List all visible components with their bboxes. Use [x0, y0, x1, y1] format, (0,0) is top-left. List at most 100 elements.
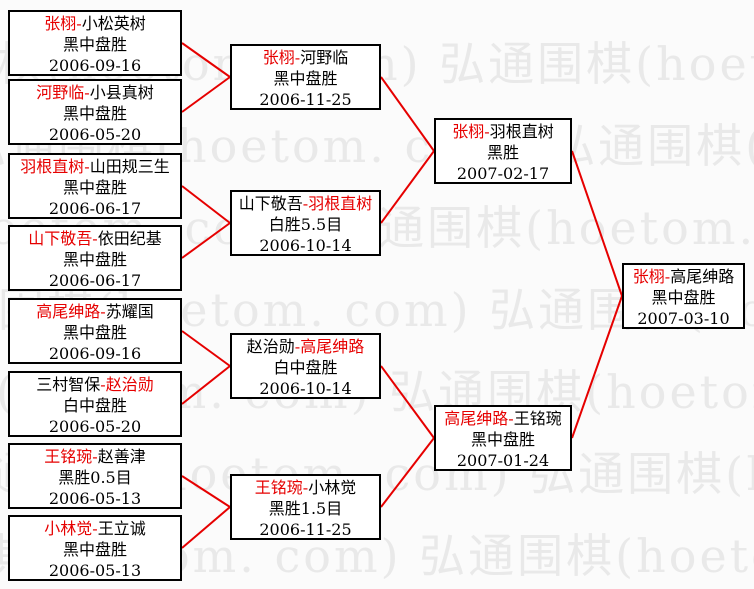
- bracket-connector: [181, 330, 231, 367]
- match-result: 黑中盘胜: [62, 35, 127, 54]
- name-separator: -: [294, 337, 301, 356]
- name-separator: -: [302, 478, 309, 497]
- match-names: 张栩-小松英树: [10, 13, 180, 34]
- match-box-semifinals-2: 高尾绅路-王铭琬黑中盘胜 2007-01-24: [434, 405, 572, 471]
- match-date: 2006-06-17: [48, 199, 142, 218]
- bracket-connector: [181, 365, 231, 405]
- player-name: 王铭琬: [254, 478, 303, 497]
- player-name: 赵治勋: [246, 337, 295, 356]
- match-names: 王铭琬-小林觉: [232, 477, 379, 498]
- player-name: 山田规三生: [89, 157, 170, 176]
- player-name: 张栩: [262, 48, 295, 67]
- name-separator: -: [92, 519, 98, 538]
- match-date: 2006-10-14: [259, 379, 352, 398]
- match-date: 2007-03-10: [637, 309, 730, 328]
- player-name: 王立诚: [97, 519, 146, 538]
- bracket-connector: [181, 76, 231, 113]
- bracket-connector: [181, 222, 231, 259]
- player-name: 山下敬吾: [238, 194, 303, 213]
- match-date: 2006-11-25: [259, 90, 352, 109]
- bracket-connector: [181, 185, 231, 224]
- player-name: 三村智保: [36, 375, 101, 394]
- match-date: 2006-10-14: [259, 236, 352, 255]
- match-result: 黑胜: [486, 143, 519, 162]
- match-names: 小林觉-王立诚: [10, 518, 180, 539]
- name-separator: -: [92, 447, 98, 466]
- player-name: 小林觉: [308, 478, 357, 497]
- match-result: 黑中盘胜: [62, 323, 127, 342]
- bracket-connector: [571, 295, 623, 439]
- bracket-connector: [181, 506, 231, 549]
- player-name: 羽根直树: [489, 122, 554, 141]
- match-names: 山下敬吾-羽根直树: [232, 193, 379, 214]
- match-date: 2007-02-17: [456, 164, 550, 183]
- player-name: 王铭琬: [44, 447, 93, 466]
- player-name: 王铭琬: [513, 409, 562, 428]
- player-name: 小县真树: [89, 83, 154, 102]
- player-name: 赵治勋: [105, 375, 154, 394]
- player-name: 羽根直树: [308, 194, 373, 213]
- match-box-round-of-16-3: 羽根直树-山田规三生黑中盘胜 2006-06-17: [8, 153, 182, 219]
- match-names: 羽根直树-山田规三生: [10, 156, 180, 177]
- match-result: 黑中盘胜: [62, 540, 127, 559]
- match-result: 黑中盘胜: [62, 178, 127, 197]
- bracket-connector: [380, 150, 435, 224]
- bracket-connector: [380, 365, 435, 439]
- match-date: 2006-05-13: [48, 489, 142, 508]
- match-names: 张栩-羽根直树: [436, 121, 570, 142]
- player-name: 小林觉: [44, 519, 93, 538]
- match-names: 赵治勋-高尾绅路: [232, 336, 379, 357]
- match-date: 2006-09-16: [48, 56, 142, 75]
- player-name: 依田纪基: [97, 229, 162, 248]
- name-separator: -: [294, 48, 301, 67]
- match-result: 白中盘胜: [62, 396, 127, 415]
- match-result: 黑中盘胜: [470, 430, 535, 449]
- match-date: 2006-05-20: [48, 417, 142, 436]
- name-separator: -: [484, 122, 490, 141]
- name-separator: -: [302, 194, 309, 213]
- player-name: 河野临: [300, 48, 349, 67]
- match-date: 2006-05-13: [48, 561, 142, 580]
- player-name: 高尾绅路: [300, 337, 365, 356]
- match-result: 黑中盘胜: [273, 69, 338, 88]
- player-name: 河野临: [36, 83, 85, 102]
- match-result: 黑中盘胜: [62, 250, 127, 269]
- match-result: 白中盘胜: [273, 358, 338, 377]
- name-separator: -: [84, 83, 90, 102]
- match-names: 山下敬吾-依田纪基: [10, 228, 180, 249]
- match-names: 张栩-河野临: [232, 47, 379, 68]
- player-name: 高尾绅路: [36, 302, 101, 321]
- match-names: 高尾绅路-王铭琬: [436, 408, 570, 429]
- match-date: 2006-09-16: [48, 344, 142, 363]
- player-name: 张栩: [452, 122, 485, 141]
- match-date: 2007-01-24: [456, 451, 550, 470]
- bracket-connector: [380, 437, 435, 508]
- player-name: 小松英树: [81, 14, 146, 33]
- player-name: 苏耀国: [105, 302, 154, 321]
- match-result: 黑中盘胜: [62, 104, 127, 123]
- player-name: 山下敬吾: [28, 229, 93, 248]
- bracket-connector: [181, 475, 231, 508]
- player-name: 羽根直树: [20, 157, 85, 176]
- player-name: 高尾绅路: [670, 267, 735, 286]
- match-result: 黑中盘胜: [651, 288, 716, 307]
- player-name: 赵善津: [97, 447, 146, 466]
- name-separator: -: [76, 14, 82, 33]
- name-separator: -: [664, 267, 671, 286]
- player-name: 张栩: [44, 14, 77, 33]
- match-names: 河野临-小县真树: [10, 82, 180, 103]
- name-separator: -: [508, 409, 514, 428]
